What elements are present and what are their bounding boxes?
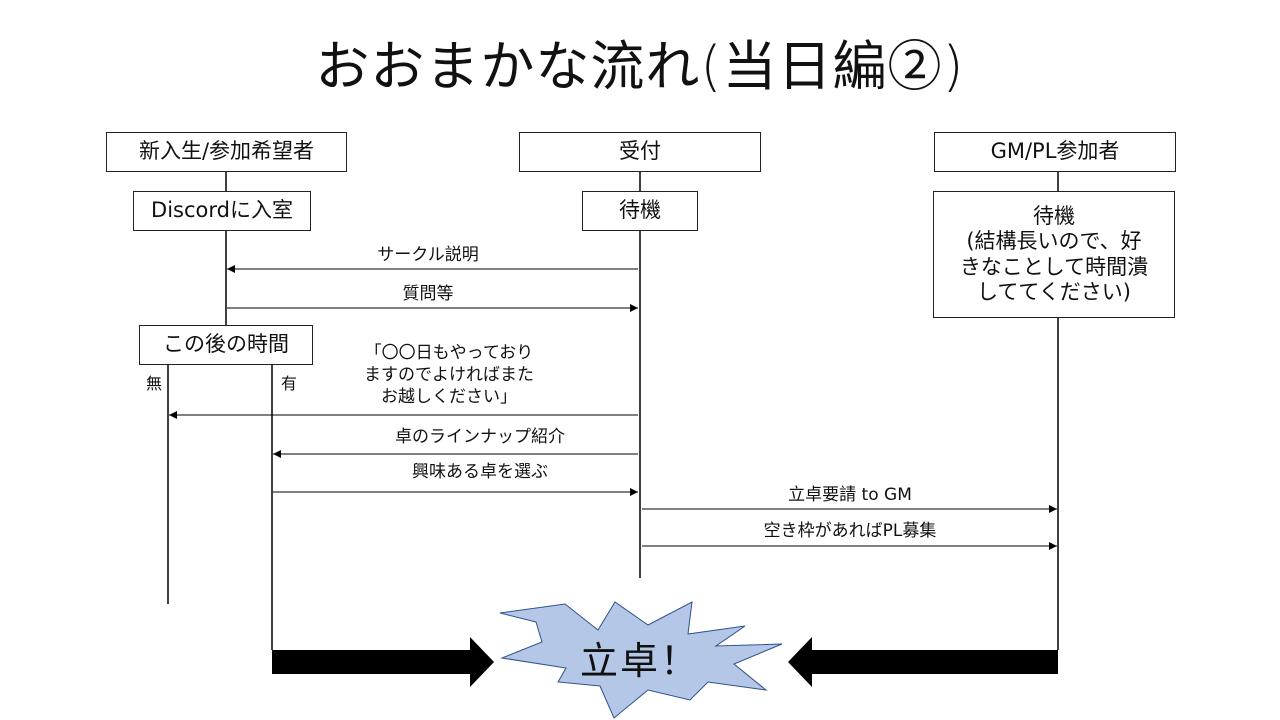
state-discord-join: Discordに入室 [133,191,311,231]
block-arrow-right-to-result [788,637,1058,687]
page-title: おおまかな流れ(当日編②) [315,35,965,98]
state-reception-wait: 待機 [582,191,698,231]
actor-newcomer: 新入生/参加希望者 [106,132,347,172]
result-label: 立卓！ [579,639,700,683]
state-after-time: この後の時間 [139,325,313,365]
result-burst-shape [499,601,783,719]
actor-gm-pl: GM/PL参加者 [934,132,1176,172]
label-questions: 質問等 [402,284,454,304]
label-choose-table: 興味ある卓を選ぶ [412,462,548,482]
label-circle-explain: サークル説明 [377,245,479,265]
label-lineup: 卓のラインナップ紹介 [395,427,565,447]
label-other-days: 「〇〇日もやっており ますのでよければまた お越しください」 [364,343,534,408]
actor-reception: 受付 [519,132,761,172]
label-request-gm: 立卓要請 to GM [788,485,912,505]
branch-no-label: 無 [146,374,163,393]
block-arrow-left-to-result [272,637,494,687]
label-pl-recruit: 空き枠があればPL募集 [763,521,937,541]
branch-yes-label: 有 [281,374,298,393]
state-gm-wait: 待機 (結構長いので、好 きなことして時間潰 しててください) [933,191,1175,318]
